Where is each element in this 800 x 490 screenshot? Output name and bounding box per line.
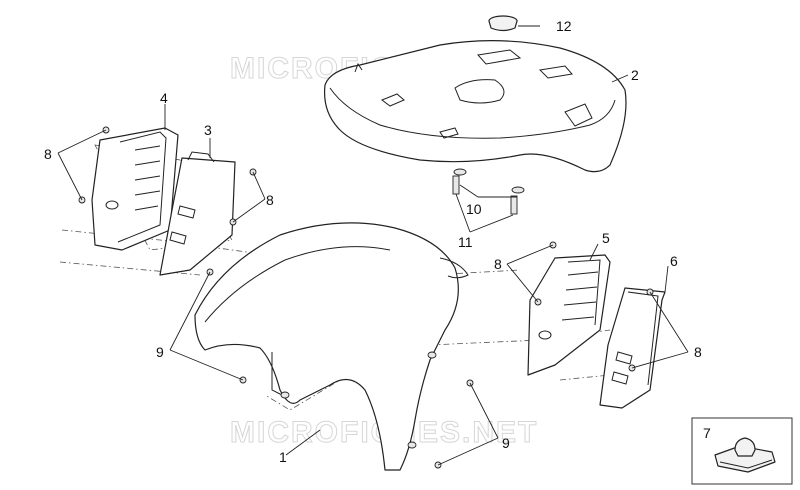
callout-5: 5: [602, 230, 610, 246]
part-7-inset: 7: [691, 417, 793, 485]
part-3-left-bracket: [159, 151, 236, 276]
callout-1: 1: [279, 449, 287, 465]
part-1-front-mudguard: [194, 222, 469, 471]
callout-11: 11: [458, 234, 473, 250]
callout-6: 6: [670, 253, 678, 269]
callout-8-right: 8: [694, 344, 702, 360]
part-4-left-side-cover: [91, 127, 179, 251]
callout-8-mid-left: 8: [266, 192, 274, 208]
callout-9-right: 9: [502, 435, 510, 451]
screws: [78, 126, 654, 469]
callout-4: 4: [160, 90, 168, 106]
part-6-right-bracket: [599, 287, 666, 409]
callout-12: 12: [556, 18, 572, 34]
callout-2: 2: [631, 67, 639, 83]
callout-7: 7: [703, 425, 711, 441]
part-5-right-side-cover: [527, 254, 611, 376]
part-2-top-cover: [323, 40, 627, 173]
callouts: 12 2 4 3 8 8 10 11 5 6 8 8 9 9 1: [44, 18, 702, 465]
callout-10: 10: [466, 201, 482, 217]
callout-3: 3: [204, 122, 212, 138]
callout-8-left: 8: [44, 146, 52, 162]
callout-9-left: 9: [156, 344, 164, 360]
leader-lines: [57, 25, 689, 466]
part-12-grommet: [488, 15, 518, 32]
callout-8-mid-right: 8: [494, 256, 502, 272]
